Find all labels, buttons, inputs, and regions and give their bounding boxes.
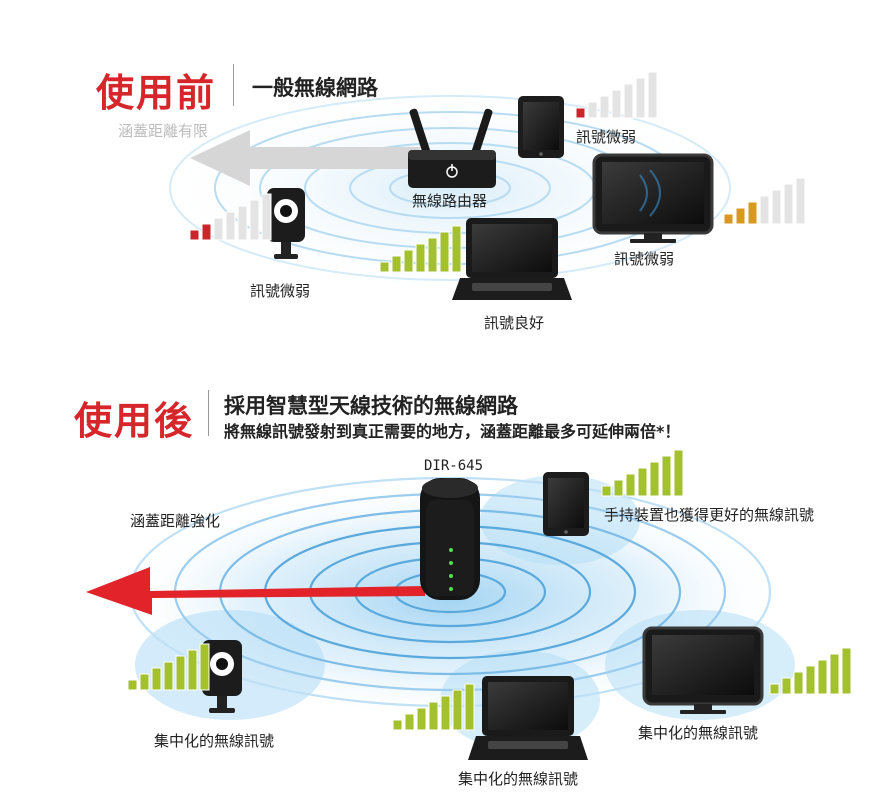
signal-bar — [649, 461, 660, 497]
signal-bar — [795, 177, 806, 225]
top-wave-rings — [150, 85, 750, 295]
top-title: 使用前 — [96, 71, 217, 115]
signal-bar — [379, 261, 390, 273]
signal-bar — [151, 667, 162, 691]
bottom-coverage-label: 涵蓋距離強化 — [130, 512, 221, 530]
top-laptop-label: 訊號良好 — [484, 314, 545, 332]
signal-bar — [783, 183, 794, 225]
bottom-title: 使用後 — [74, 399, 195, 443]
signal-bar — [439, 231, 450, 273]
top-camera-label: 訊號微弱 — [250, 282, 311, 300]
bottom-subtitle: 採用智慧型天線技術的無線網路 — [224, 394, 518, 418]
signal-bar — [759, 195, 770, 225]
signal-bar — [391, 255, 402, 273]
top-tablet-signal-bars — [575, 71, 658, 119]
bottom-monitor-signal-bars — [769, 647, 852, 695]
signal-bar — [623, 83, 634, 119]
top-laptop-icon — [452, 218, 572, 300]
signal-bar — [175, 655, 186, 691]
bottom-laptop-signal-bars — [392, 683, 475, 731]
dir645-router-icon — [420, 478, 480, 600]
signal-bar — [163, 661, 174, 691]
bottom-title-divider — [208, 390, 209, 436]
signal-bar — [427, 237, 438, 273]
bottom-laptop-icon — [468, 676, 588, 760]
signal-bar — [237, 205, 248, 241]
bottom-tablet-icon — [543, 472, 589, 536]
bottom-camera-label: 集中化的無線訊號 — [154, 732, 275, 750]
signal-bar — [225, 211, 236, 241]
bottom-camera-signal-bars — [127, 643, 210, 691]
signal-bar — [771, 189, 782, 225]
top-router-label: 無線路由器 — [412, 192, 488, 210]
bottom-tablet-label: 手持裝置也獲得更好的無線訊號 — [604, 506, 815, 524]
top-router-icon — [408, 108, 496, 188]
signal-bar — [647, 71, 658, 119]
signal-bar — [213, 217, 224, 241]
signal-bar — [781, 677, 792, 695]
signal-bar — [451, 225, 462, 273]
signal-bar — [404, 713, 415, 731]
signal-bar — [428, 701, 439, 731]
bottom-camera-icon — [202, 640, 242, 713]
signal-bar — [599, 95, 610, 119]
top-coverage-arrow — [190, 130, 420, 186]
signal-bar — [673, 449, 684, 497]
top-tablet-icon — [518, 96, 564, 158]
signal-bar — [587, 101, 598, 119]
top-laptop-signal-bars — [379, 225, 462, 273]
top-monitor-icon — [592, 153, 714, 243]
top-coverage-label: 涵蓋距離有限 — [118, 122, 209, 140]
signal-bar — [452, 689, 463, 731]
signal-bar — [747, 201, 758, 225]
signal-bar — [637, 467, 648, 497]
bottom-subtitle-detail: 將無線訊號發射到真正需要的地方，涵蓋距離最多可延伸兩倍*！ — [224, 422, 681, 441]
signal-bar — [829, 653, 840, 695]
signal-bar — [613, 479, 624, 497]
signal-bar — [723, 213, 734, 225]
signal-bar — [464, 683, 475, 731]
signal-bar — [611, 89, 622, 119]
signal-bar — [575, 107, 586, 119]
signal-bar — [403, 249, 414, 273]
signal-bar — [841, 647, 852, 695]
bottom-coverage-arrow — [86, 567, 425, 615]
top-camera-icon — [267, 188, 305, 259]
signal-bar — [261, 193, 272, 241]
signal-bar — [661, 455, 672, 497]
bottom-monitor-icon — [642, 626, 764, 714]
signal-bar — [249, 199, 260, 241]
signal-bar — [817, 659, 828, 695]
signal-bar — [769, 683, 780, 695]
signal-bar — [187, 649, 198, 691]
signal-bar — [735, 207, 746, 225]
top-title-divider — [233, 64, 234, 106]
bottom-router-label: DIR-645 — [424, 458, 484, 474]
signal-bar — [127, 679, 138, 691]
top-monitor-label: 訊號微弱 — [614, 250, 675, 268]
top-tablet-label: 訊號微弱 — [576, 128, 637, 146]
signal-bar — [189, 229, 200, 241]
bottom-tablet-signal-bars — [601, 449, 684, 497]
bottom-laptop-label: 集中化的無線訊號 — [458, 770, 579, 788]
signal-bar — [805, 665, 816, 695]
top-camera-signal-bars — [189, 193, 272, 241]
signal-bar — [635, 77, 646, 119]
signal-bar — [625, 473, 636, 497]
signal-bar — [201, 223, 212, 241]
bottom-monitor-label: 集中化的無線訊號 — [638, 724, 759, 742]
signal-bar — [415, 243, 426, 273]
signal-bar — [392, 719, 403, 731]
signal-bar — [440, 695, 451, 731]
top-monitor-signal-bars — [723, 177, 806, 225]
signal-bar — [139, 673, 150, 691]
signal-bar — [199, 643, 210, 691]
signal-bar — [601, 485, 612, 497]
signal-bar — [793, 671, 804, 695]
signal-bar — [416, 707, 427, 731]
